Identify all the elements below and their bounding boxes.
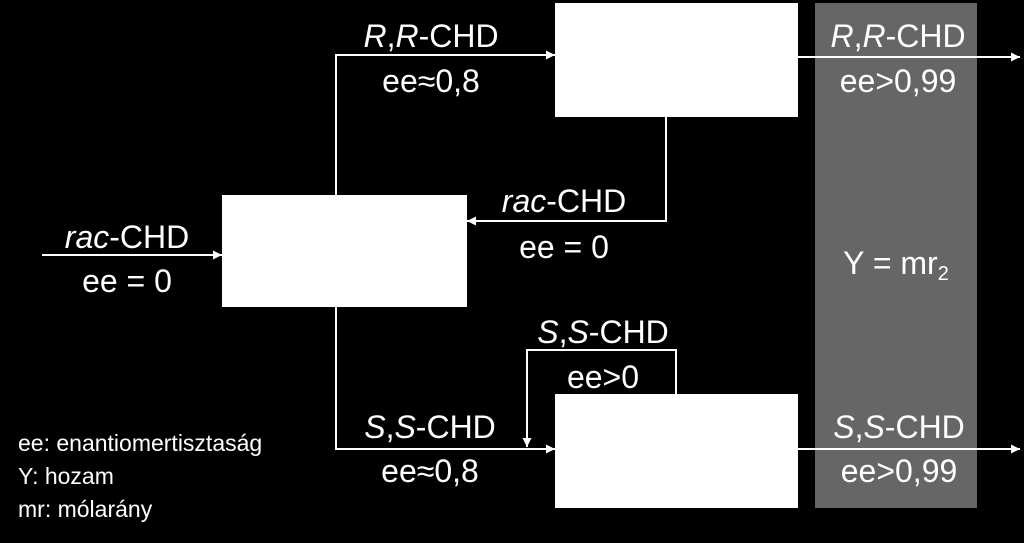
rr-product-ee-label: ee>0,99 <box>839 63 957 99</box>
rr-to-purification-arrow <box>335 50 555 195</box>
ss-product-ee-label: ee>0,99 <box>840 453 958 489</box>
ss-mid-ee-label: ee≈0,8 <box>381 453 479 489</box>
legend-item: Y: hozam <box>18 463 114 489</box>
rr-product-label: R,R-CHD <box>830 18 966 54</box>
ss-loop-ee-label: ee>0 <box>566 359 640 395</box>
feed-ee-label: ee = 0 <box>82 263 172 299</box>
legend: ee: enantiomertisztaság Y: hozam mr: mól… <box>18 427 262 526</box>
recycle-stream-label: rac-CHD <box>501 183 627 219</box>
recycle-arrow <box>467 117 667 226</box>
feed-suffix: -CHD <box>109 219 190 255</box>
feed-stream-label: rac-CHD <box>65 219 189 255</box>
yield-label: Y = mr2 <box>843 245 949 285</box>
legend-item: mr: mólarány <box>18 496 153 522</box>
rr-mid-ee-label: ee≈0,8 <box>382 63 480 99</box>
ss-product-label: S,S-CHD <box>833 409 965 445</box>
legend-item: ee: enantiomertisztaság <box>18 430 263 456</box>
yield-band <box>815 3 977 508</box>
rr-purification-box <box>555 3 798 117</box>
ss-mid-stream-label: S,S-CHD <box>364 409 496 445</box>
rr-mid-stream-label: R,R-CHD <box>363 18 499 54</box>
recycle-ee-label: ee = 0 <box>519 229 609 265</box>
ss-purification-box <box>555 394 798 508</box>
ss-to-purification-arrow <box>335 307 555 454</box>
ss-loop-stream-label: S,S-CHD <box>537 314 669 350</box>
separation-unit-box <box>222 195 467 307</box>
feed-prefix: rac <box>64 219 110 255</box>
ss-loop-arrow <box>522 349 677 447</box>
